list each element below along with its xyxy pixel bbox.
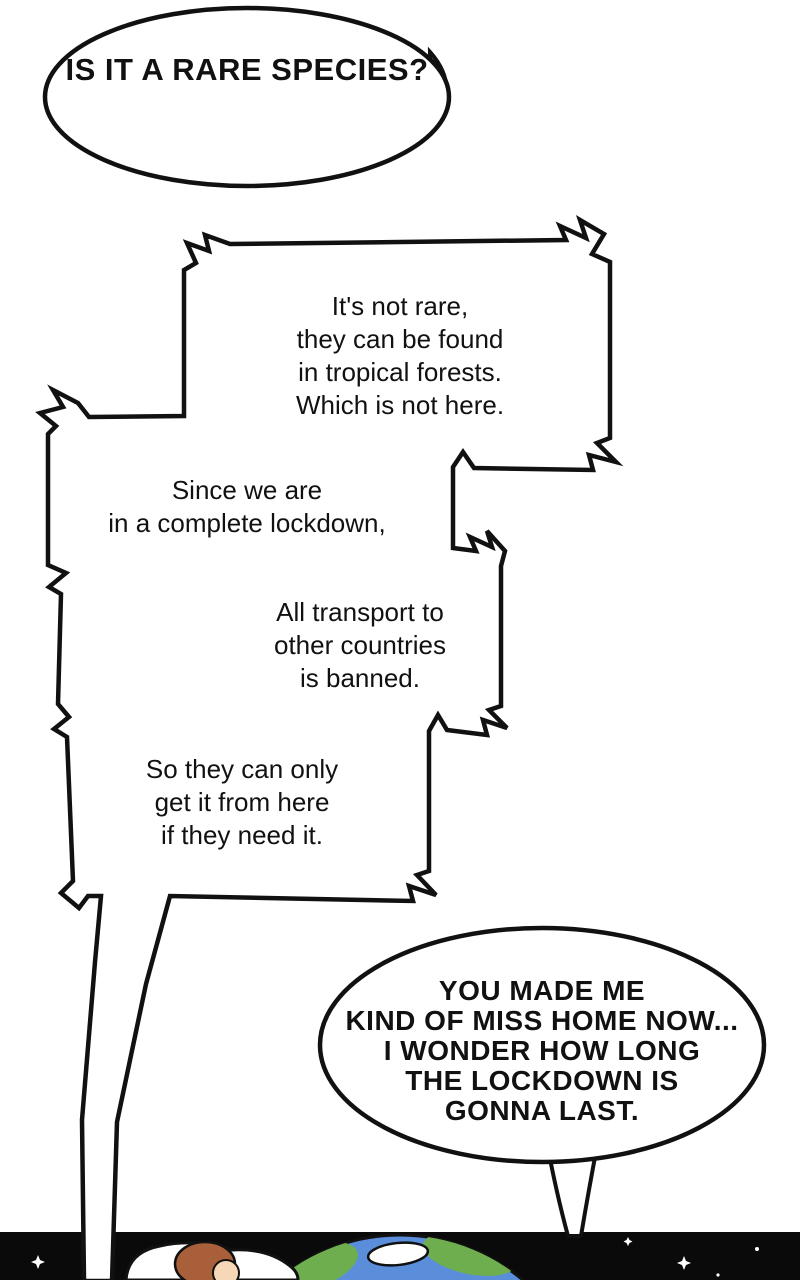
character-face bbox=[212, 1259, 240, 1280]
star-icon bbox=[677, 1256, 691, 1270]
star-icon bbox=[716, 1273, 720, 1277]
speech-not-rare-text: It's not rare, they can be found in trop… bbox=[295, 291, 505, 420]
speech-get-it-here-text: So they can only get it from here if the… bbox=[145, 754, 339, 850]
night-scene bbox=[0, 1232, 800, 1280]
star-icon bbox=[31, 1255, 45, 1269]
jagged-bubble-shape bbox=[35, 215, 624, 1280]
speech-question-text: IS IT A RARE SPECIES? bbox=[65, 52, 429, 87]
reply-bubble-shape bbox=[317, 925, 767, 1165]
star-icon bbox=[623, 1237, 633, 1246]
question-bubble-shape bbox=[42, 5, 452, 189]
star-icon bbox=[755, 1247, 759, 1251]
speech-lockdown-text: Since we are in a complete lockdown, bbox=[108, 475, 386, 538]
speech-transport-text: All transport to other countries is bann… bbox=[274, 597, 446, 693]
speech-miss-home-text: YOU MADE ME KIND OF MISS HOME NOW... I W… bbox=[345, 975, 739, 1126]
sleeping-figure bbox=[366, 1241, 430, 1267]
